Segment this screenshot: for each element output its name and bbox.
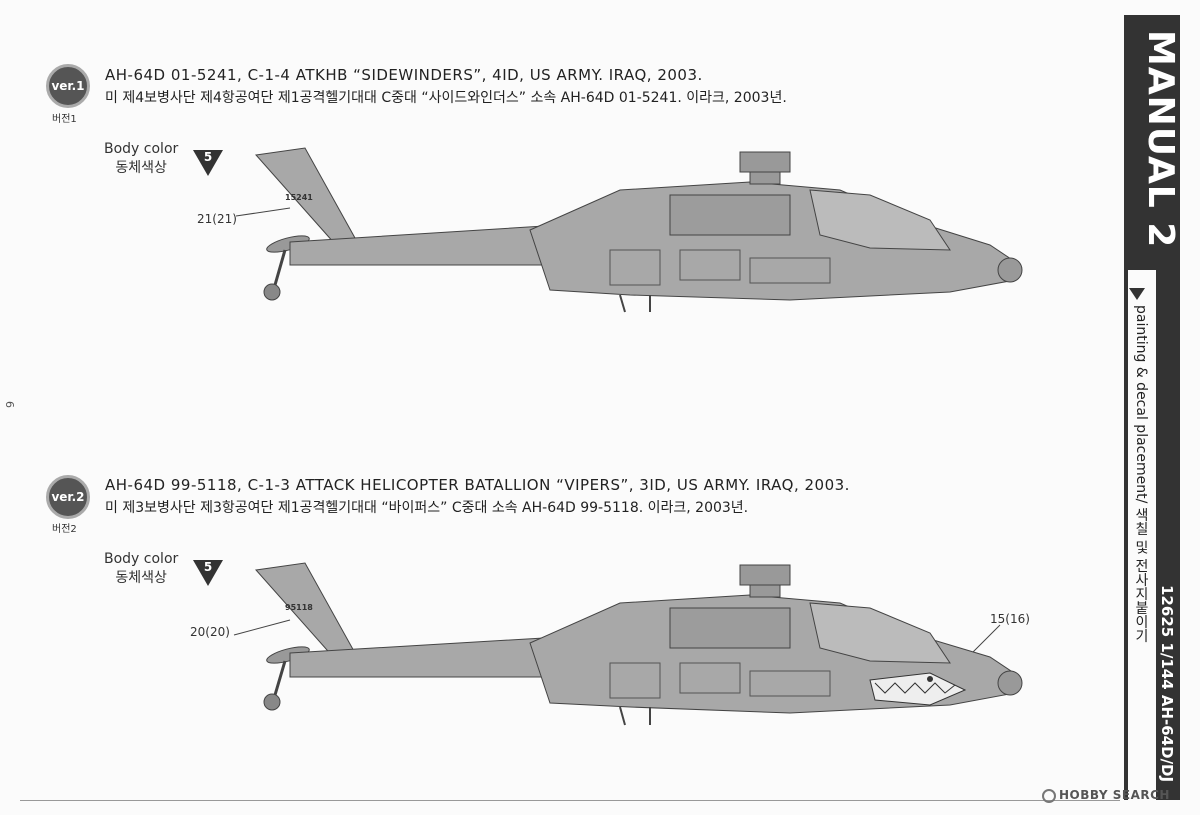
version-2-title-en: AH-64D 99-5118, C-1-3 ATTACK HELICOPTER … <box>105 476 850 494</box>
tail-number-text: 95118 <box>285 603 313 612</box>
body-color-en: Body color <box>104 551 179 567</box>
decal-callout: 21(21) <box>197 212 237 226</box>
section-subtitle: painting & decal placement/ 색칠 및 전사지붙이기 <box>1133 305 1149 643</box>
paint-marker-triangle <box>193 560 223 586</box>
version-2-badge: ver.2 <box>46 475 90 519</box>
decal-callout: 20(20) <box>190 625 230 639</box>
arrow-icon <box>1129 288 1145 300</box>
side-tab-inset <box>1128 270 1156 800</box>
paint-number: 5 <box>203 560 213 574</box>
helicopter-side-view-2: 95118 <box>233 562 1023 726</box>
watermark: HOBBY SEARCH <box>1042 788 1170 803</box>
paint-marker-triangle <box>193 150 223 176</box>
watermark-logo-icon <box>1042 788 1056 803</box>
version-1-title-ko: 미 제4보병사단 제4항공여단 제1공격헬기대대 C중대 “사이드와인더스” 소… <box>105 90 787 106</box>
tail-number-text: 15241 <box>285 193 313 202</box>
version-1-label-ko: 버전1 <box>52 114 77 125</box>
manual-title: MANUAL 2 <box>1140 30 1181 249</box>
body-color-ko: 동체색상 <box>115 570 167 586</box>
paint-number: 5 <box>203 150 213 164</box>
decal-callout: 15(16) <box>990 612 1030 626</box>
version-1-body-color: Body color 동체색상 <box>104 140 178 178</box>
page-frame <box>20 15 1120 801</box>
page-number: 6 <box>3 401 16 408</box>
version-2-body-color: Body color 동체색상 <box>104 550 178 588</box>
body-color-en: Body color <box>104 141 179 157</box>
version-2-title-ko: 미 제3보병사단 제3항공여단 제1공격헬기대대 “바이퍼스” C중대 소속 A… <box>105 500 749 516</box>
version-2-label-ko: 버전2 <box>52 524 77 535</box>
version-1-title-en: AH-64D 01-5241, C-1-4 ATKHB “SIDEWINDERS… <box>105 66 703 84</box>
version-1-badge: ver.1 <box>46 64 90 108</box>
helicopter-side-view-1: 15241 <box>235 147 1023 313</box>
body-color-ko: 동체색상 <box>115 160 167 176</box>
product-code: 12625 1/144 AH-64D/DJ <box>1158 585 1176 783</box>
